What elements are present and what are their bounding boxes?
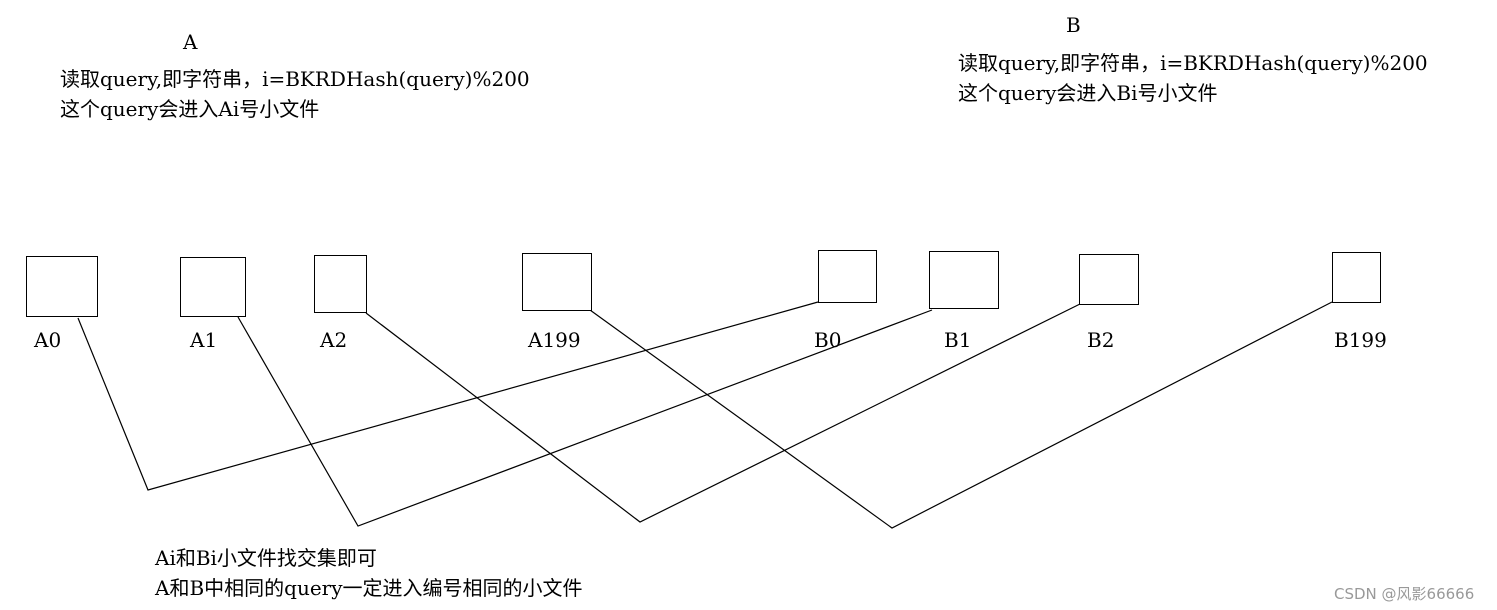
file-label-b1: B1 [944, 328, 972, 352]
file-label-a1: A1 [190, 328, 218, 352]
file-box-b199 [1332, 252, 1381, 303]
file-box-b2 [1079, 254, 1139, 305]
link-a2-b2 [365, 303, 1081, 523]
group-b-title: B [1066, 13, 1081, 37]
file-label-b0: B0 [814, 328, 842, 352]
group-a-description-line2: 这个query会进入Ai号小文件 [60, 97, 320, 121]
file-box-a2 [314, 255, 367, 313]
file-label-b2: B2 [1087, 328, 1115, 352]
file-box-a0 [26, 256, 98, 317]
file-label-a199: A199 [528, 328, 581, 352]
csdn-watermark: CSDN @风影66666 [1334, 585, 1475, 603]
group-b-description-line1: 读取query,即字符串，i=BKRDHash(query)%200 [958, 51, 1428, 75]
file-box-a1 [180, 257, 246, 317]
file-box-a199 [522, 253, 592, 311]
link-a0-b0 [77, 301, 819, 491]
note-line2: A和B中相同的query一定进入编号相同的小文件 [155, 576, 583, 600]
file-box-b0 [818, 250, 877, 303]
file-label-a0: A0 [34, 328, 62, 352]
group-a-description-line1: 读取query,即字符串，i=BKRDHash(query)%200 [60, 67, 530, 91]
group-a-title: A [183, 30, 198, 54]
group-b-description-line2: 这个query会进入Bi号小文件 [958, 81, 1218, 105]
link-a199-b199 [589, 301, 1333, 529]
file-label-a2: A2 [320, 328, 348, 352]
file-box-b1 [929, 251, 999, 309]
file-label-b199: B199 [1334, 328, 1387, 352]
link-a1-b1 [237, 309, 933, 527]
note-line1: Ai和Bi小文件找交集即可 [155, 546, 377, 570]
